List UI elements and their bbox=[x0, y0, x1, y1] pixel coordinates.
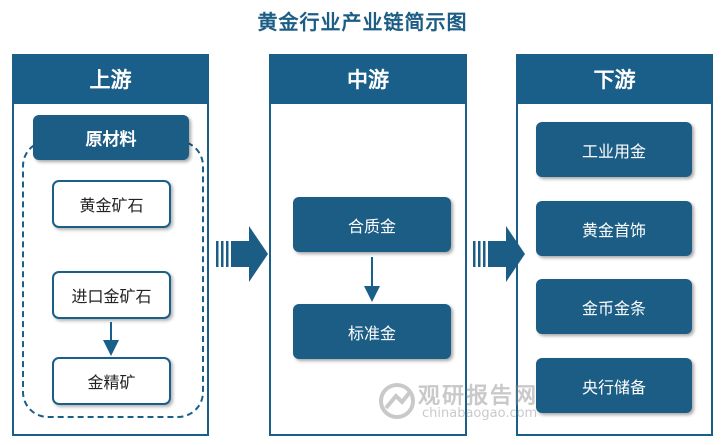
downstream-item-industrial-gold: 工业用金 bbox=[536, 122, 692, 177]
upstream-item-imported-gold-ore: 进口金矿石 bbox=[52, 271, 171, 319]
raw-materials-label: 原材料 bbox=[33, 115, 189, 160]
watermark-name: 观研报告网 bbox=[418, 384, 539, 409]
downstream-item-coins-bars: 金币金条 bbox=[536, 279, 692, 334]
watermark-logo-icon bbox=[379, 383, 415, 419]
watermark-url: chinabaogao.com bbox=[422, 406, 538, 421]
upstream-item-gold-concentrate: 金精矿 bbox=[52, 357, 171, 405]
page-title: 黄金行业产业链简示图 bbox=[257, 10, 468, 34]
big-arrow-up-to-mid bbox=[216, 226, 268, 282]
downstream-item-central-bank-reserves: 央行储备 bbox=[536, 358, 692, 413]
midstream-item-standard-gold: 标准金 bbox=[293, 304, 451, 359]
upstream-header: 上游 bbox=[12, 54, 209, 104]
downstream-item-gold-jewelry: 黄金首饰 bbox=[536, 201, 692, 256]
downstream-header: 下游 bbox=[516, 54, 713, 104]
watermark: 观研报告网 chinabaogao.com bbox=[378, 378, 548, 428]
upstream-item-gold-ore: 黄金矿石 bbox=[52, 180, 171, 228]
midstream-item-crude-gold: 合质金 bbox=[293, 197, 451, 252]
midstream-header: 中游 bbox=[269, 54, 467, 104]
